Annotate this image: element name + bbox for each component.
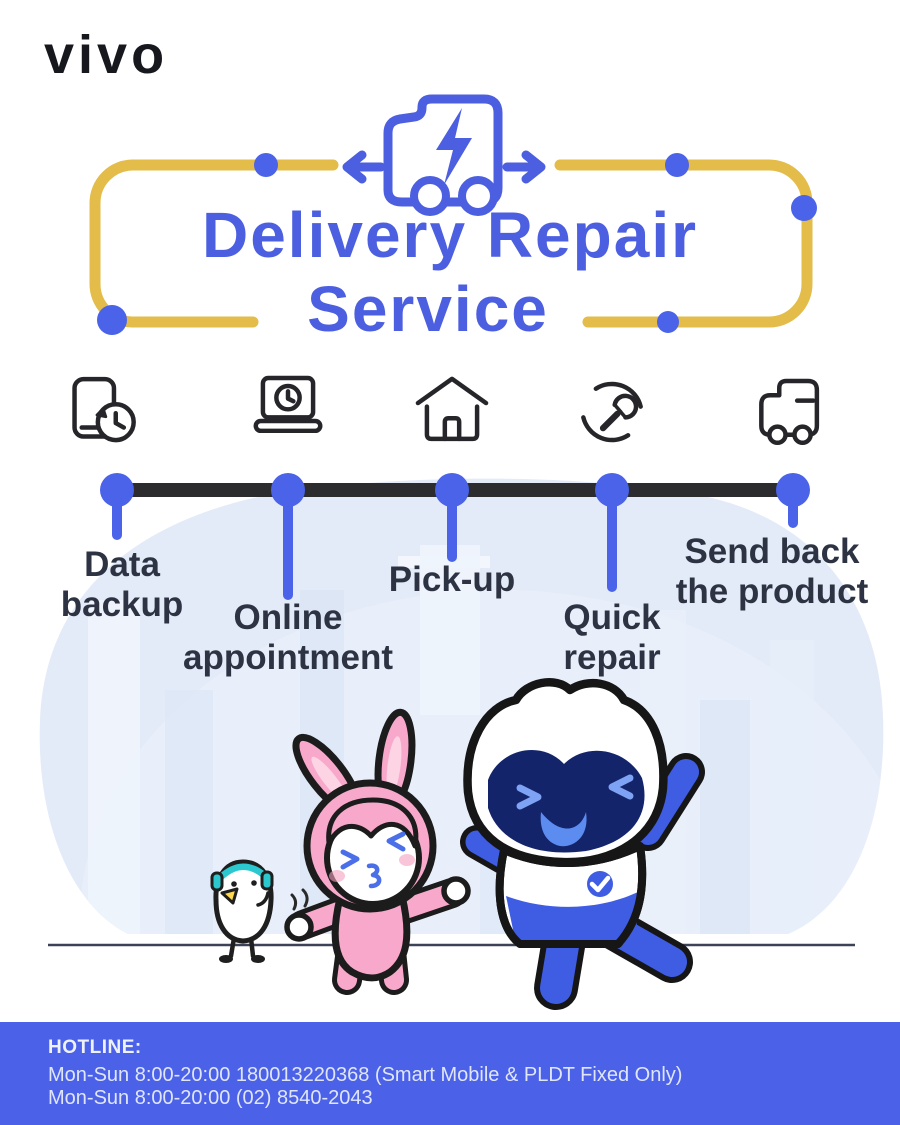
step-label-line: repair	[563, 638, 661, 677]
motion-lines	[290, 893, 298, 911]
step-label-line: the product	[675, 572, 869, 611]
title-line-2: Service	[307, 273, 549, 345]
timeline-dot-2	[271, 473, 305, 507]
step-label-data-backup: Data backup	[0, 545, 254, 625]
step-label-line: Data	[84, 545, 160, 584]
hotline-heading: HOTLINE:	[48, 1037, 142, 1058]
house-icon	[415, 376, 489, 442]
wrench-cycle-icon	[581, 381, 643, 443]
hotline-footer: HOTLINE: Mon-Sun 8:00-20:00 180013220368…	[0, 1022, 900, 1125]
lightning-bolt-icon	[436, 108, 472, 185]
title-line-1: Delivery Repair	[201, 199, 699, 271]
step-label-pick-up: Pick-up	[320, 560, 584, 600]
timeline-stem-3	[447, 492, 457, 562]
delivery-truck-icon	[759, 378, 820, 446]
step-label-line: Pick-up	[388, 560, 516, 599]
robot-visor	[488, 750, 645, 853]
frame-dots	[97, 153, 817, 335]
timeline-dot-1	[100, 473, 134, 507]
timeline-stem-5	[788, 492, 798, 528]
phone-backup-clock-icon	[72, 376, 136, 443]
page-title: Delivery Repair Service	[0, 198, 900, 346]
step-label-send-back: Send back the product	[640, 532, 900, 612]
hero-frame	[89, 94, 817, 335]
pink-bunny-mascot	[284, 708, 471, 995]
bunny-mouth	[366, 863, 382, 889]
step-label-quick-repair: Quick repair	[480, 598, 744, 678]
delivery-truck-lightning-icon	[383, 94, 503, 216]
timeline-dot-3	[435, 473, 469, 507]
step-label-line: backup	[60, 585, 184, 624]
arrow-left-icon	[342, 150, 386, 184]
hotline-line-2: Mon-Sun 8:00-20:00 (02) 8540-2043	[48, 1087, 373, 1109]
timeline-stem-2	[283, 492, 293, 600]
vivo-robot-mascot	[460, 678, 705, 1010]
timeline-stem-1	[112, 492, 122, 540]
vivo-logo: vivo	[44, 25, 169, 85]
step-label-line: appointment	[183, 638, 393, 677]
robot-mouth	[540, 812, 587, 847]
step-label-line: Quick	[563, 598, 661, 637]
step-label-online-appointment: Online appointment	[156, 598, 420, 678]
step-label-line: Send back	[684, 532, 860, 571]
chick-with-headphones	[210, 859, 309, 963]
timeline-stem-4	[607, 492, 617, 592]
timeline-dot-5	[776, 473, 810, 507]
laptop-clock-icon	[253, 375, 323, 434]
arrow-right-icon	[502, 150, 546, 184]
hotline-line-1: Mon-Sun 8:00-20:00 180013220368 (Smart M…	[48, 1064, 683, 1086]
step-label-line: Online	[233, 598, 343, 637]
timeline-dot-4	[595, 473, 629, 507]
